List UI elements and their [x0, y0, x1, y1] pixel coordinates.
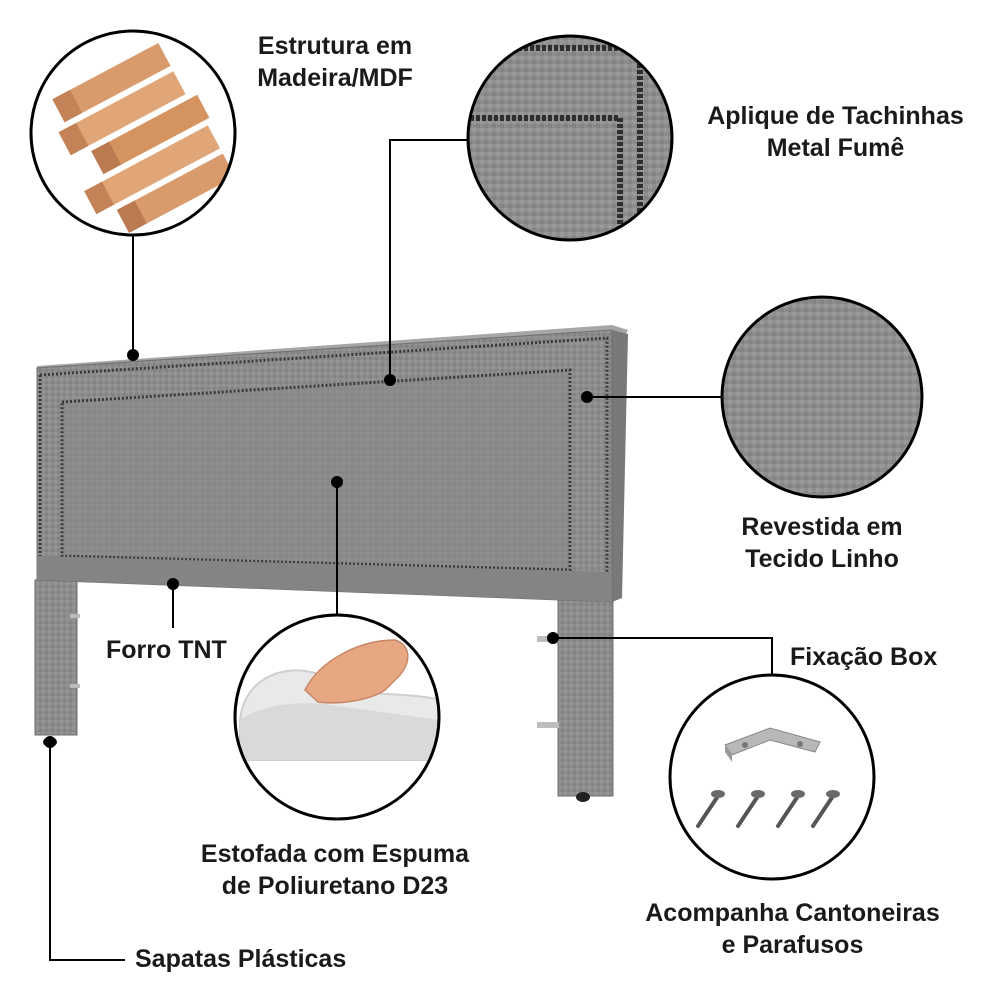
- plastic-foot-right: [576, 792, 590, 802]
- headboard-inset: [64, 370, 570, 570]
- nailhead-trim-inner: [60, 368, 572, 572]
- linen-fabric-swatch-icon: [720, 295, 924, 499]
- label-fixacao: Fixação Box: [790, 643, 938, 671]
- label-forro: Forro TNT: [106, 636, 227, 664]
- left-leg: [34, 579, 78, 736]
- label-sapatas: Sapatas Plásticas: [135, 945, 347, 973]
- label-estrutura: Estrutura em Madeira/MDF: [257, 32, 413, 92]
- right-leg: [557, 599, 614, 797]
- label-revestida: Revestida em Tecido Linho: [741, 513, 903, 573]
- bracket-and-screws-icon: [668, 673, 876, 881]
- headboard-side: [612, 330, 628, 602]
- label-aplique: Aplique de Tachinhas Metal Fumê: [707, 102, 964, 162]
- label-estofada: Estofada com Espuma de Poliuretano D23: [200, 840, 470, 900]
- nailhead-trim-outer: [39, 336, 609, 572]
- headboard-bottom-band: [37, 556, 612, 602]
- wood-planks-icon: [29, 29, 237, 237]
- leader-lines: [49, 139, 773, 961]
- label-acompanha: Acompanha Cantoneiras e Parafusos: [645, 899, 940, 959]
- foam-hand-press-icon: [233, 613, 441, 821]
- nailhead-trim-closeup-icon: [466, 34, 674, 242]
- leader-dots: [44, 349, 593, 748]
